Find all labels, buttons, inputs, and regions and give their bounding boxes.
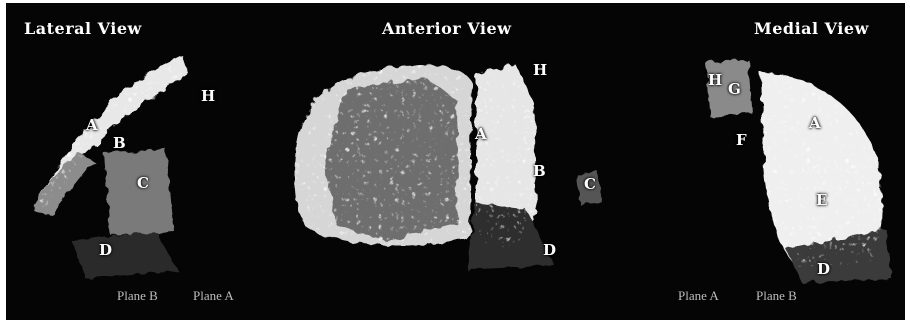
anterior-label-a: A [475, 127, 487, 142]
lateral-view-title: Lateral View [24, 19, 142, 38]
medial-label-e: E [816, 193, 827, 208]
anterior-label-b: B [533, 164, 546, 179]
medial-plane-b-label: Plane B [756, 288, 797, 304]
lateral-label-d: D [99, 243, 112, 258]
anterior-label-h: H [533, 63, 547, 78]
lateral-label-h: H [201, 89, 215, 104]
lateral-plane-b-label: Plane B [117, 288, 158, 304]
anterior-view-title: Anterior View [382, 19, 511, 38]
brain-scan-figure: Lateral View Anterior View Medial View A… [6, 3, 905, 320]
lateral-label-c: C [137, 176, 149, 191]
anterior-label-d: D [543, 243, 556, 258]
medial-label-g: G [728, 82, 741, 97]
scan-image [6, 3, 905, 320]
medial-view-title: Medial View [754, 19, 869, 38]
anterior-label-c: C [584, 177, 596, 192]
medial-label-d: D [817, 262, 830, 277]
lateral-plane-a-label: Plane A [193, 288, 234, 304]
lateral-label-a: A [86, 118, 98, 133]
medial-label-a: A [809, 116, 821, 131]
lateral-label-b: B [113, 136, 126, 151]
medial-label-h: H [708, 73, 722, 88]
medial-plane-a-label: Plane A [678, 288, 719, 304]
medial-label-f: F [736, 133, 747, 148]
